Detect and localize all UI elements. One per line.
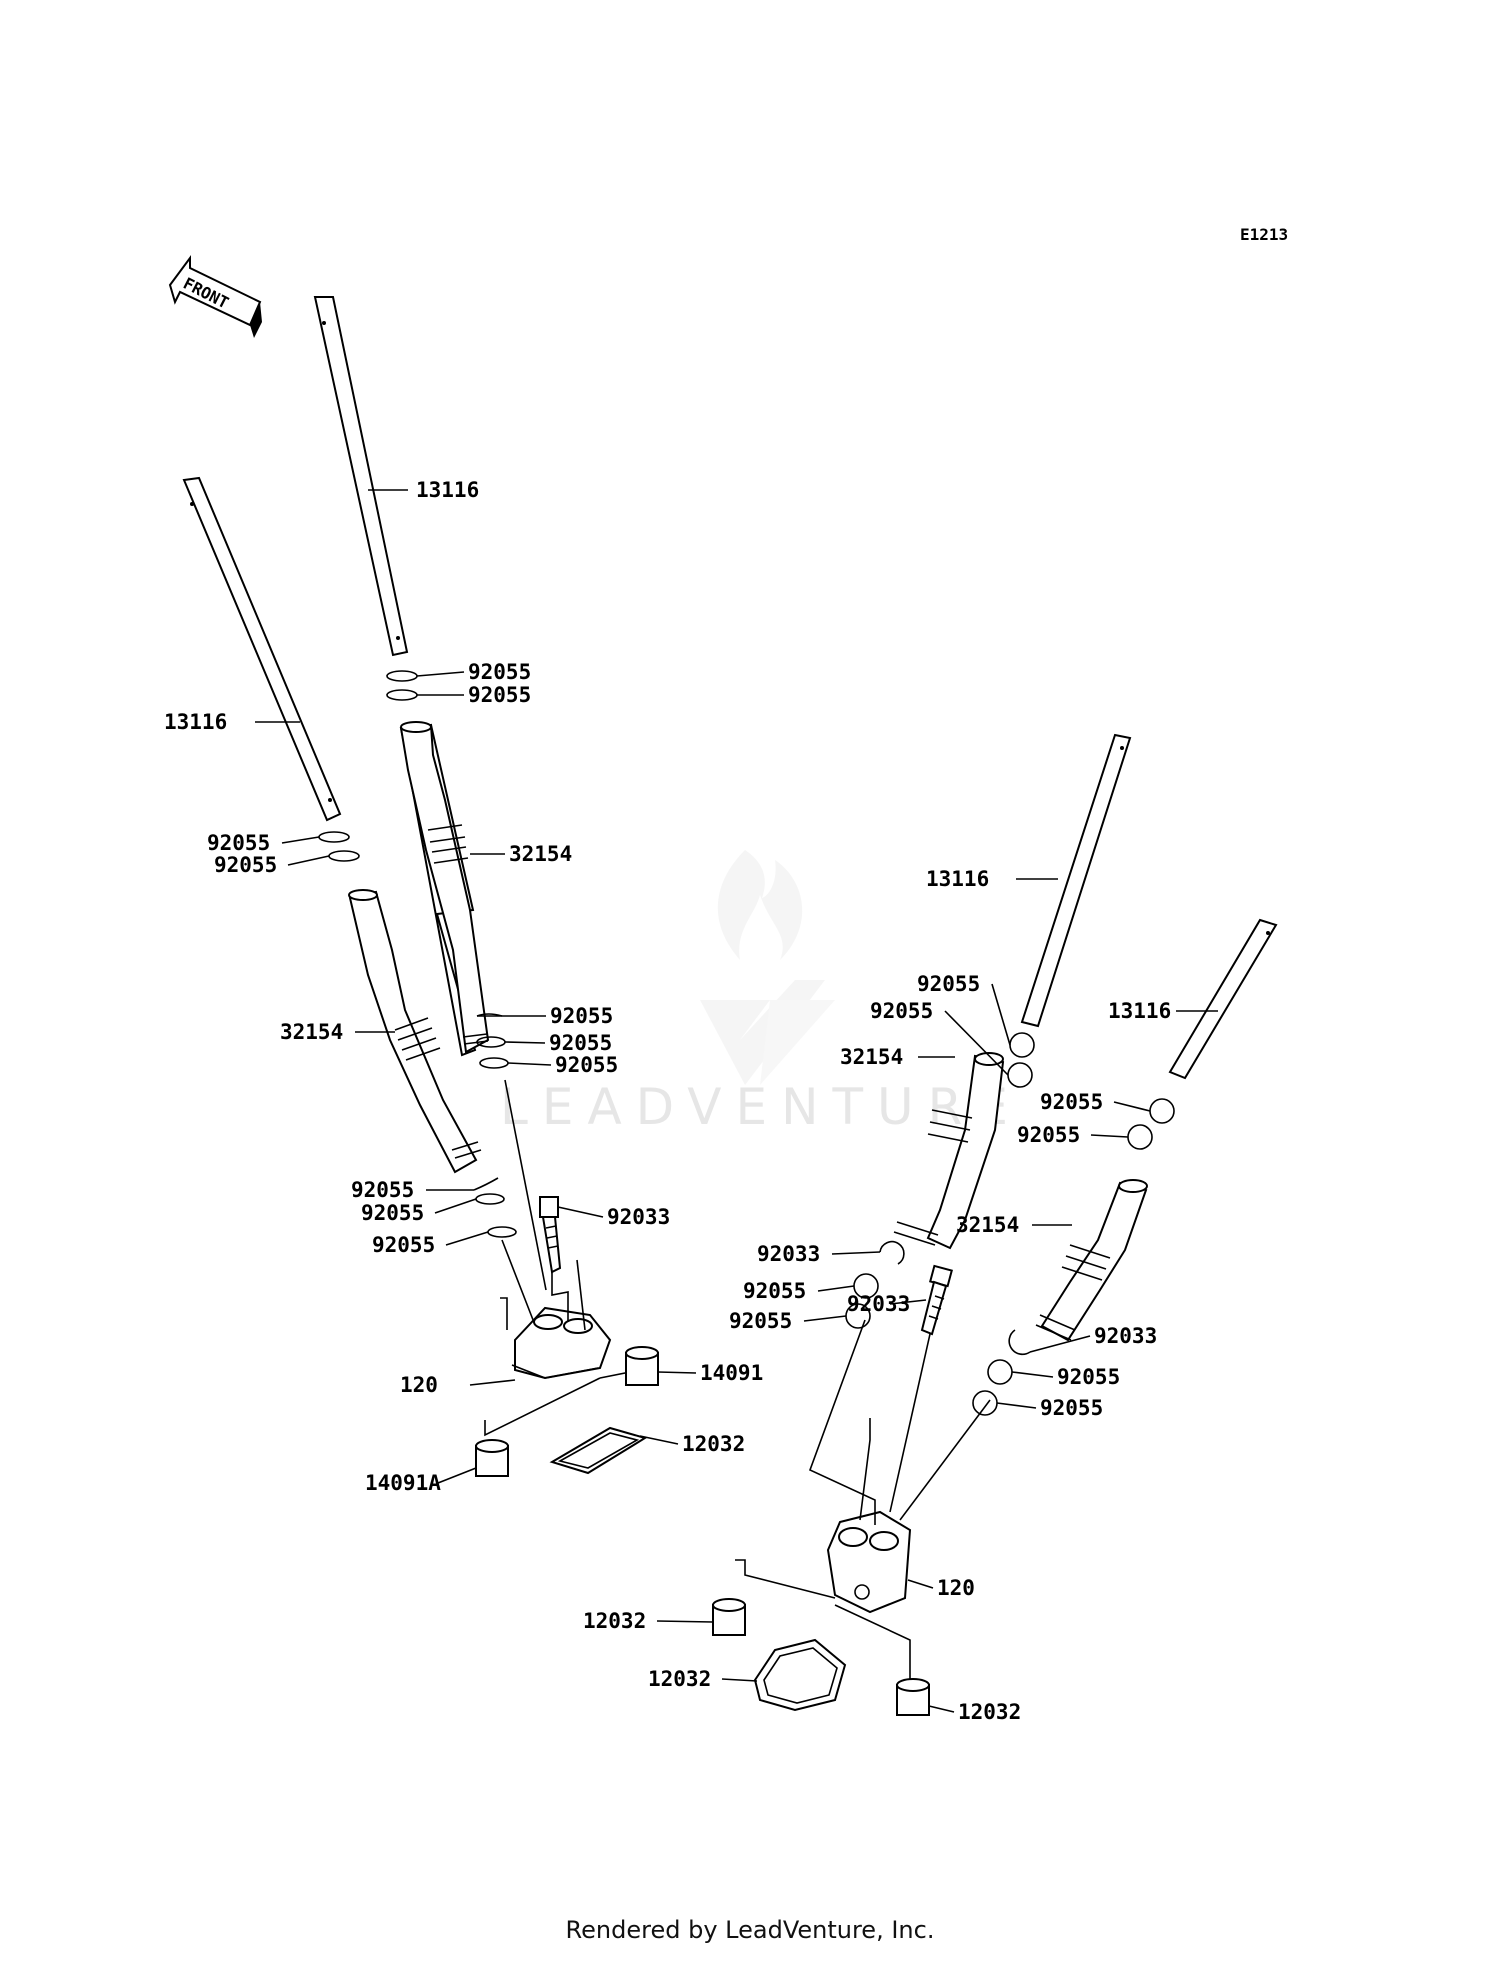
part-number-label: 32154 xyxy=(956,1213,1019,1237)
bolt-left xyxy=(539,1196,562,1274)
leader-line xyxy=(287,855,330,866)
leader-line xyxy=(803,1315,847,1322)
part-number-label: 14091 xyxy=(700,1361,763,1385)
part-number-label: 92055 xyxy=(1017,1123,1080,1147)
part-number-label: 92055 xyxy=(555,1053,618,1077)
leader-line xyxy=(434,1198,477,1214)
bolt-right xyxy=(920,1264,953,1336)
part-number-label: 32154 xyxy=(280,1020,343,1044)
part-number-label: 92055 xyxy=(468,683,531,707)
leader-line xyxy=(991,983,1011,1046)
part-number-label: 92033 xyxy=(1094,1324,1157,1348)
part-number-label: 120 xyxy=(400,1373,438,1397)
leader-line xyxy=(437,1467,477,1484)
part-number-label: 92055 xyxy=(550,1004,613,1028)
bushing-right-b xyxy=(896,1678,930,1716)
leader-line xyxy=(1113,1101,1151,1112)
part-number-label: 92055 xyxy=(549,1031,612,1055)
leader-line xyxy=(507,1062,552,1066)
guide-lines-right xyxy=(735,1319,991,1680)
gasket-right xyxy=(753,1638,847,1712)
leader-line xyxy=(817,1285,855,1292)
leader-line xyxy=(445,1231,489,1246)
footer-credit: Rendered by LeadVenture, Inc. xyxy=(565,1916,935,1944)
leader-line xyxy=(944,1010,1009,1076)
part-number-label: 92055 xyxy=(361,1201,424,1225)
leader-line xyxy=(907,1579,934,1589)
part-number-label: 12032 xyxy=(682,1432,745,1456)
part-number-label: 92055 xyxy=(372,1233,435,1257)
part-number-label: 92055 xyxy=(468,660,531,684)
part-number-label: 92033 xyxy=(607,1205,670,1229)
part-number-label: 92055 xyxy=(729,1309,792,1333)
leader-line xyxy=(469,1379,516,1386)
watermark-text: LEADVENTURE xyxy=(500,1078,1022,1136)
leader-line xyxy=(1090,1134,1129,1138)
part-number-label: 92055 xyxy=(917,972,980,996)
part-number-label: 92055 xyxy=(207,831,270,855)
part-number-label: 92055 xyxy=(1040,1090,1103,1114)
gasket-left xyxy=(549,1426,648,1475)
leader-line xyxy=(416,671,465,677)
front-arrow-icon: FRONT xyxy=(168,254,262,338)
push-rod-tube-lower-left xyxy=(348,889,482,1174)
part-number-label: 13116 xyxy=(1108,999,1171,1023)
part-number-label: 32154 xyxy=(840,1045,903,1069)
part-number-label: 120 xyxy=(937,1576,975,1600)
guide-lines-left xyxy=(484,1079,641,1437)
callout-labels: 13116 13116 13116 13116 32154 32154 32154 32154… xyxy=(164,478,1171,1724)
leader-line xyxy=(831,1251,881,1255)
leader-line xyxy=(656,1620,714,1623)
bushing-left-a xyxy=(625,1346,659,1386)
push-rod-upper-right xyxy=(1020,733,1132,1028)
part-number-label: 92055 xyxy=(870,999,933,1023)
tappet-holder-right xyxy=(826,1510,912,1614)
part-number-label: 12032 xyxy=(958,1700,1021,1724)
push-rod-tube-upper-right xyxy=(893,1052,1005,1250)
part-number-label: 14091A xyxy=(365,1471,441,1495)
push-rod-tube-upper-left xyxy=(399,721,490,1057)
push-rod-lower-right xyxy=(1168,918,1278,1080)
callout-leaders xyxy=(255,489,1218,1713)
push-rod-upper-left xyxy=(313,296,409,657)
push-rod-lower-left xyxy=(182,476,342,822)
part-number-label: 92033 xyxy=(757,1242,820,1266)
part-number-label: 92033 xyxy=(847,1292,910,1316)
watermark-logo xyxy=(700,850,835,1085)
part-number-label: 13116 xyxy=(926,867,989,891)
part-number-label: 92055 xyxy=(214,853,277,877)
leader-line xyxy=(281,836,320,844)
part-number-label: 13116 xyxy=(164,710,227,734)
leader-line xyxy=(1011,1371,1054,1378)
diagram-code: E1213 xyxy=(1240,225,1288,244)
leader-line xyxy=(996,1402,1037,1409)
part-number-label: 13116 xyxy=(416,478,479,502)
bushing-left-b xyxy=(475,1439,509,1477)
part-number-label: 12032 xyxy=(583,1609,646,1633)
part-number-label: 12032 xyxy=(648,1667,711,1691)
leader-line xyxy=(889,1299,927,1305)
leader-line xyxy=(1029,1335,1091,1353)
push-rod-tube-lower-right xyxy=(1035,1179,1148,1342)
snap-rings-right xyxy=(879,1240,1031,1356)
part-number-label: 92055 xyxy=(351,1178,414,1202)
tappet-holder-left xyxy=(511,1306,612,1380)
leader-line xyxy=(721,1678,758,1682)
leader-line xyxy=(504,1041,546,1044)
part-number-label: 92055 xyxy=(1040,1396,1103,1420)
leader-line xyxy=(557,1206,604,1218)
part-number-label: 92055 xyxy=(743,1279,806,1303)
bushing-right-a xyxy=(712,1598,746,1636)
part-number-label: 32154 xyxy=(509,842,572,866)
leader-line xyxy=(928,1705,955,1713)
leader-line xyxy=(657,1371,697,1374)
part-number-label: 92055 xyxy=(1057,1365,1120,1389)
leader-line xyxy=(639,1435,679,1445)
